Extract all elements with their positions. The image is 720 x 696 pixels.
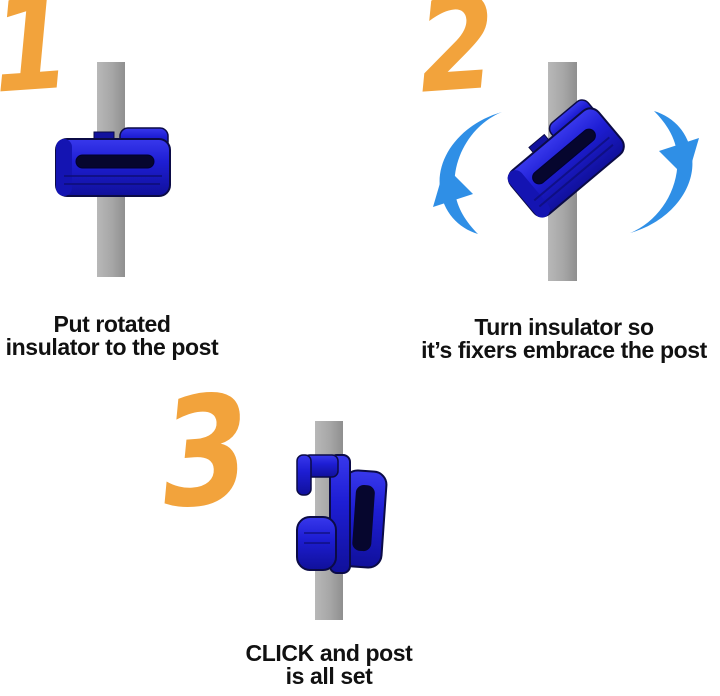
step-1-caption: Put rotated insulator to the post [6,313,219,359]
step-1-caption-line1: Put rotated [53,311,171,337]
rotate-arrow-left-icon [433,112,502,234]
post-graphic [97,62,125,277]
step-1-illustration [55,62,171,277]
step-3-caption: CLICK and post is all set [246,642,413,688]
insulator-top-fixer [303,454,339,478]
insulator-slot [532,128,596,185]
insulator-slot [75,154,155,169]
step-1-number: 1 [0,0,75,123]
insulator-ring [338,469,388,569]
step-2-caption-line1: Turn insulator so [474,314,654,340]
post-graphic [315,421,343,620]
step-3-caption-line1: CLICK and post [245,640,413,666]
insulator-graphic [296,454,388,574]
step-3-illustration [296,421,388,620]
insulator-bottom-fixer [296,516,337,571]
step-2-number: 2 [413,0,501,123]
post-graphic [548,62,577,281]
step-1-caption-line2: insulator to the post [5,334,219,360]
step-2-caption: Turn insulator so it’s fixers embrace th… [421,316,707,362]
rotate-arrow-right-icon [630,111,699,233]
insulator-graphic [55,127,171,197]
step-3-number: 3 [155,362,256,543]
insulator-graphic [507,99,625,218]
step-3-caption-line2: is all set [285,663,373,689]
step-2-illustration [433,62,699,281]
step-2-caption-line2: it’s fixers embrace the post [421,337,707,363]
